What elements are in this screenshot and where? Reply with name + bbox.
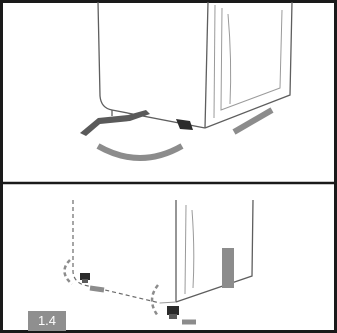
front-left-foot	[80, 273, 90, 283]
leveling-foot-plate	[80, 110, 193, 136]
turn-foot-arrow-left-icon	[63, 259, 105, 293]
bottom-appliance-drawing	[72, 199, 254, 304]
figure-label: 1.4	[37, 313, 57, 328]
top-appliance-drawing	[97, 1, 293, 129]
front-right-foot	[167, 306, 179, 319]
rotate-arrow-icon	[96, 143, 184, 161]
figure-label-badge: 1.4	[28, 311, 66, 331]
slide-arrow-icon	[232, 107, 274, 135]
height-arrow-icon	[222, 248, 234, 288]
turn-foot-arrow-right-icon	[150, 284, 196, 325]
